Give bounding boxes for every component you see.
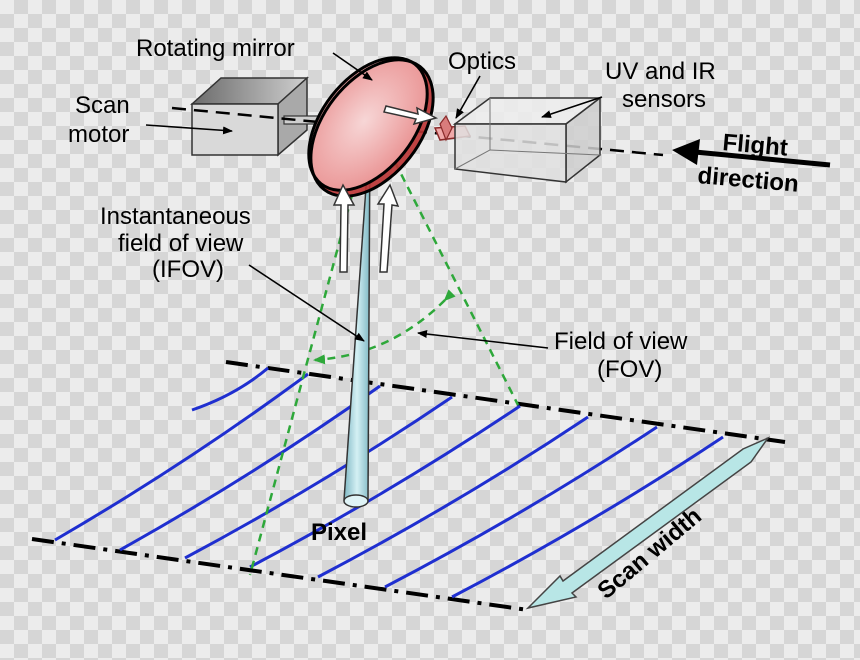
label-flight-line2: direction <box>696 162 799 198</box>
swath-far-edge <box>225 360 786 444</box>
leader-ifov <box>248 264 365 342</box>
swath-edges <box>31 360 786 612</box>
ray-arrow-right <box>376 183 400 273</box>
fov-arc <box>313 289 456 365</box>
label-ifov-line3: (IFOV) <box>152 256 224 283</box>
ray-arrow-left <box>332 183 356 273</box>
scan-line <box>184 395 453 560</box>
scan-lines <box>54 366 724 599</box>
pixel-footprint <box>343 494 369 508</box>
scan-line <box>384 425 658 589</box>
leader-sensors <box>541 96 603 118</box>
leader-fov <box>417 330 549 349</box>
label-uv-ir-line2: sensors <box>622 86 706 113</box>
ray-arrow-reflect <box>383 105 439 126</box>
label-ifov-line2: field of view <box>118 230 244 257</box>
labels: Rotating mirror Optics UV and IR sensors… <box>68 35 800 605</box>
flight-direction-arrow <box>672 139 831 168</box>
incoming-rays <box>332 105 439 273</box>
leader-scan-motor <box>145 124 233 135</box>
label-fov-line1: Field of view <box>554 328 688 355</box>
fov-right-edge <box>393 161 520 406</box>
label-fov-line2: (FOV) <box>597 356 662 383</box>
scan-line <box>249 404 521 569</box>
leader-rotating-mirror <box>332 52 373 81</box>
scan-line <box>119 384 381 552</box>
scan-line <box>54 372 309 542</box>
sensor-box <box>452 96 603 184</box>
scan-line <box>451 435 724 599</box>
label-rotating-mirror: Rotating mirror <box>136 35 295 62</box>
scan-line <box>191 366 269 412</box>
scan-motor-box <box>190 76 309 157</box>
leader-lines <box>145 52 603 349</box>
label-scan-motor-line1: Scan <box>75 92 130 119</box>
scan-width-arrow <box>525 436 771 610</box>
scan-line <box>317 415 589 579</box>
rotating-mirror <box>307 56 435 198</box>
label-scan-motor-line2: motor <box>68 121 129 148</box>
ifov-beam <box>343 129 371 508</box>
label-uv-ir-line1: UV and IR <box>605 58 716 85</box>
label-pixel: Pixel <box>311 519 367 546</box>
label-flight-line1: Flight <box>721 129 788 162</box>
leader-optics <box>455 75 481 119</box>
label-ifov-line1: Instantaneous <box>100 203 251 230</box>
label-optics: Optics <box>448 48 516 75</box>
